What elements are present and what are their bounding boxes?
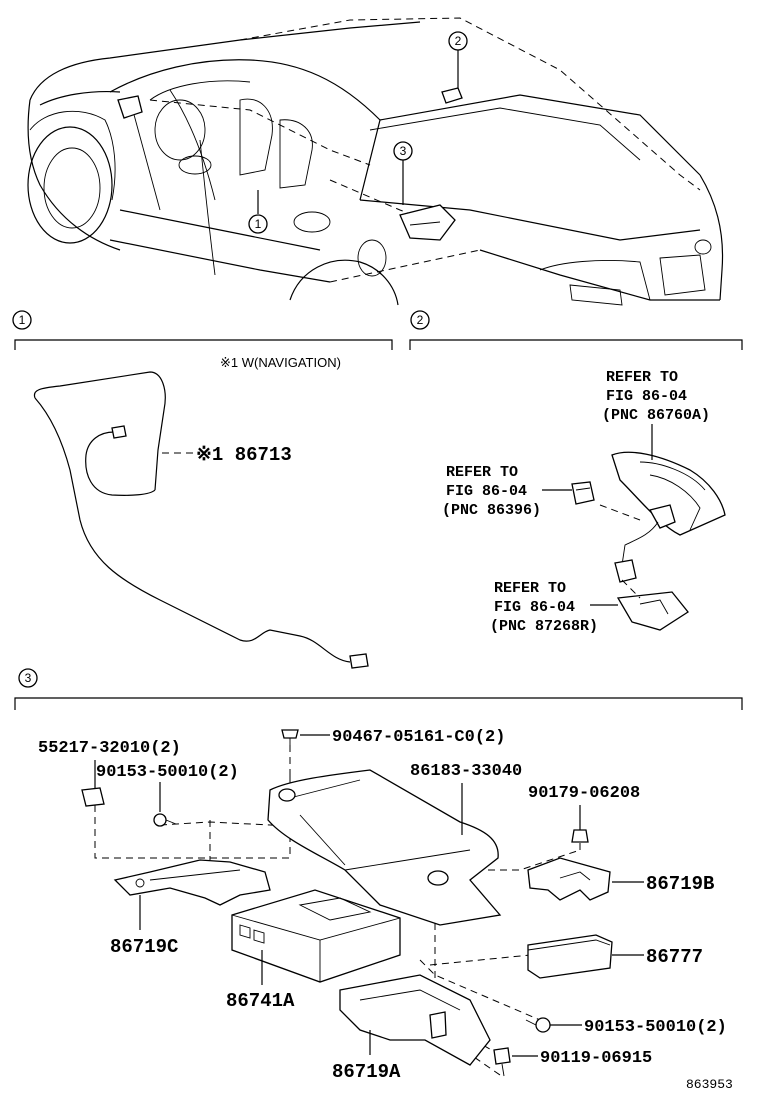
svg-text:2: 2 xyxy=(417,313,424,327)
svg-text:FIG 86-04: FIG 86-04 xyxy=(494,599,575,616)
ref-86760A: REFER TO FIG 86-04 (PNC 86760A) xyxy=(602,369,710,424)
callout-circle-3[interactable]: 3 xyxy=(393,141,413,161)
svg-text:(PNC 86760A): (PNC 86760A) xyxy=(602,407,710,424)
section-1-cable: ※1 W(NAVIGATION) ※1 86713 xyxy=(33,355,369,669)
part-90153-50010-right: 90153-50010(2) xyxy=(584,1018,727,1037)
ref-86396: REFER TO FIG 86-04 (PNC 86396) xyxy=(442,464,541,519)
part-90467-05161: 90467-05161-C0(2) xyxy=(332,728,505,747)
part-86777: 86777 xyxy=(646,946,703,968)
section-3-assembly: 55217-32010(2) 90153-50010(2) 90467-0516… xyxy=(38,728,727,1083)
navigation-note: ※1 W(NAVIGATION) xyxy=(220,355,341,370)
svg-text:FIG 86-04: FIG 86-04 xyxy=(446,483,527,500)
section-2-antenna: REFER TO FIG 86-04 (PNC 86760A) REFER TO… xyxy=(442,369,726,635)
svg-text:FIG 86-04: FIG 86-04 xyxy=(606,388,687,405)
section-3-header: 3 xyxy=(14,668,743,710)
svg-text:1: 1 xyxy=(255,217,262,231)
part-90119-06915: 90119-06915 xyxy=(540,1049,652,1068)
figure-id: 863953 xyxy=(686,1077,733,1092)
svg-text:REFER TO: REFER TO xyxy=(606,369,678,386)
svg-text:3: 3 xyxy=(25,671,32,685)
part-90179-06208: 90179-06208 xyxy=(528,784,640,803)
svg-text:REFER TO: REFER TO xyxy=(494,580,566,597)
callout-circle-2[interactable]: 2 xyxy=(448,31,468,51)
section-1-header: 1 xyxy=(12,310,393,350)
part-55217-32010: 55217-32010(2) xyxy=(38,739,181,758)
part-86719A: 86719A xyxy=(332,1061,401,1083)
part-90153-50010-left: 90153-50010(2) xyxy=(96,763,239,782)
svg-text:(PNC 86396): (PNC 86396) xyxy=(442,502,541,519)
ref-87268R: REFER TO FIG 86-04 (PNC 87268R) xyxy=(490,580,598,635)
svg-text:2: 2 xyxy=(455,34,462,48)
svg-text:3: 3 xyxy=(400,144,407,158)
part-86719C: 86719C xyxy=(110,936,178,958)
part-86183-33040: 86183-33040 xyxy=(410,762,522,781)
svg-text:REFER TO: REFER TO xyxy=(446,464,518,481)
callout-circle-1[interactable]: 1 xyxy=(248,214,268,234)
section-2-header: 2 xyxy=(409,310,743,350)
car-overview: 2 3 1 xyxy=(27,17,724,306)
part-86713: ※1 86713 xyxy=(196,444,292,466)
part-86719B: 86719B xyxy=(646,873,714,895)
svg-text:1: 1 xyxy=(19,313,26,327)
clip-55217-icon xyxy=(81,787,105,807)
svg-text:(PNC 87268R): (PNC 87268R) xyxy=(490,618,598,635)
part-86741A: 86741A xyxy=(226,990,295,1012)
